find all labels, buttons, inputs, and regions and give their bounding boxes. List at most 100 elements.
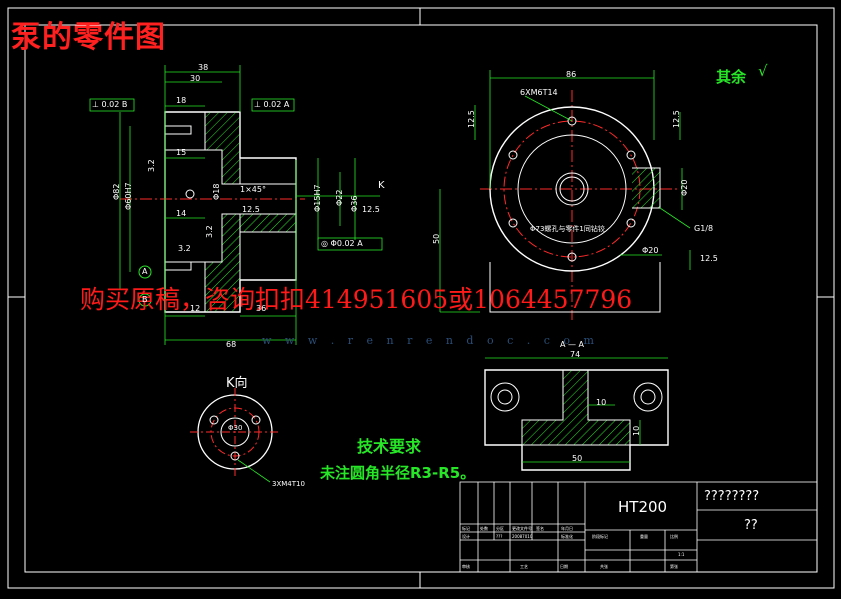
k-arrow-label: K — [378, 180, 385, 191]
dimension-label: Φ60H7 — [124, 182, 133, 210]
front-hatch-upper — [204, 111, 241, 185]
dimension-label: Φ18 — [212, 183, 221, 200]
datum-b-marker — [138, 293, 152, 307]
dimension-label: 3.2 — [178, 244, 191, 253]
title-block-cell: 年月日 — [561, 526, 573, 531]
outer-border — [7, 7, 835, 589]
title-block-cell: 日期 — [560, 564, 568, 569]
front-thread-hole — [164, 261, 192, 271]
section-hole-right-inner — [640, 389, 656, 405]
k-view-label: K向 — [226, 376, 248, 391]
surface-note: 其余 — [716, 68, 747, 86]
datum-a-label: A — [142, 267, 148, 276]
tol-symbol: ◎ — [321, 239, 328, 248]
dimension-label: Φ20 — [642, 246, 659, 255]
title-block — [459, 481, 818, 573]
side-bolt-hole — [567, 252, 577, 262]
dimension-label: 10 — [596, 398, 607, 407]
front-hatch-bore — [239, 213, 297, 233]
title-block-cell: 更改文件号 — [512, 526, 532, 531]
tech-requirements-line1: 未注圆角半径R3-R5。 — [320, 464, 476, 482]
dimension-label: 6XM6T14 — [520, 88, 558, 97]
section-hole-right — [633, 382, 663, 412]
tolerance-right: ⊥ 0.02 A — [254, 100, 289, 109]
material-label: HT200 — [618, 498, 668, 516]
title-block-cell: ??? — [496, 534, 503, 539]
dimension-label: 36 — [256, 304, 267, 313]
dimension-label: 50 — [572, 454, 583, 463]
tol-symbol: ⊥ — [92, 100, 99, 109]
title-block-cell: 设计 — [462, 534, 470, 539]
tol-value: 0.02 — [263, 100, 282, 109]
title-block-cell: 重量 — [640, 534, 648, 539]
dimension-label: 30 — [190, 74, 201, 83]
front-small-hole — [185, 189, 195, 199]
watermark-text: w w w . r e n r e n d o c . c o m — [262, 334, 599, 347]
title-block-cell: 比例 — [670, 534, 678, 539]
title-block-cell: 标记 — [462, 526, 470, 531]
title-block-cell: 分区 — [496, 526, 504, 531]
dimension-label: Φ15H7 — [313, 184, 322, 212]
dimension-label: 74 — [570, 350, 581, 359]
tol-datum: B — [121, 100, 128, 109]
dimension-label: Φ36 — [350, 195, 359, 212]
dimension-label: Φ22 — [335, 189, 344, 206]
section-hole-left — [490, 382, 520, 412]
tol-value: Φ0.02 — [330, 239, 355, 248]
dimension-label: 3XM4T10 — [272, 480, 305, 488]
section-hatch — [521, 369, 631, 446]
side-boss — [632, 167, 661, 209]
dimension-label: 12.5 — [242, 205, 260, 214]
section-hole-left-inner — [497, 389, 513, 405]
dimension-label: 3.2 — [205, 225, 214, 238]
k-view — [190, 388, 280, 483]
dimension-label: 12.5 — [362, 205, 380, 214]
drawing-title: 泵的零件图 — [11, 20, 166, 55]
side-mid-circle — [517, 134, 627, 244]
dimension-label: 12 — [190, 304, 201, 313]
side-callout: Φ73螺孔与零件1同钻铰 — [530, 225, 605, 233]
dimension-label: 18 — [176, 96, 187, 105]
side-bolt-hole — [567, 116, 577, 126]
k-bolt-hole — [209, 415, 219, 425]
tol-symbol: ⊥ — [254, 100, 261, 109]
dimension-label: 1×45° — [240, 185, 266, 194]
dimension-label: 50 — [432, 233, 441, 244]
dimension-label: 3.2 — [147, 159, 156, 172]
tol-datum: A — [283, 100, 290, 109]
dimension-label: 12.5 — [672, 110, 681, 128]
title-block-cell: 工艺 — [520, 564, 528, 569]
datum-a-marker — [138, 265, 152, 279]
dimension-label: 38 — [198, 63, 209, 72]
tech-requirements-heading: 技术要求 — [357, 437, 422, 456]
dimension-label: 14 — [176, 209, 187, 218]
title-block-cell: 标准化 — [561, 534, 573, 539]
tol-datum: A — [357, 239, 363, 248]
k-leader — [237, 459, 271, 483]
dimension-label: Φ30 — [228, 424, 243, 432]
dimension-label: 15 — [176, 148, 187, 157]
title-block-cell: 共张 — [600, 564, 608, 569]
inner-border — [24, 24, 818, 573]
side-bore-inner — [559, 176, 585, 202]
title-block-cell: 处数 — [480, 526, 488, 531]
side-bolt-hole — [626, 150, 636, 160]
title-block-cell: 阶段标记 — [592, 534, 608, 539]
dimension-label: Φ20 — [680, 179, 689, 196]
side-bolt-hole — [626, 218, 636, 228]
side-bolt-hole — [508, 150, 518, 160]
drawing-name: ???????? — [704, 489, 760, 504]
drawing-number: ?? — [744, 518, 758, 533]
side-base — [489, 262, 661, 313]
section-aa-label: A — A — [560, 340, 585, 349]
k-bolt-hole — [251, 415, 261, 425]
dimension-label: 12.5 — [700, 254, 718, 263]
front-section-view — [89, 65, 383, 345]
advert-banner: 购买原稿，咨询扣扣414951605或1064457796 — [80, 285, 633, 314]
dimension-label: 86 — [566, 70, 577, 79]
section-a-a-view — [484, 357, 669, 471]
front-hatch-boss — [239, 157, 297, 185]
section-outline — [484, 369, 669, 471]
